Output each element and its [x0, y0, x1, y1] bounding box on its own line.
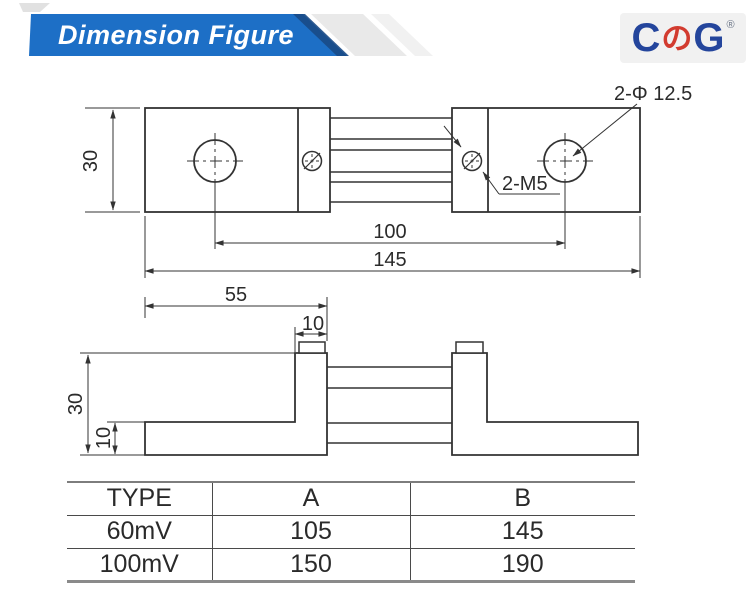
right-side-block: [451, 352, 639, 456]
table-row: 100mV 150 190: [67, 548, 635, 581]
dim-10-terminal-label: 10: [302, 313, 324, 335]
hole-centerlines: [187, 133, 593, 189]
chevron-shape-2: [371, 14, 433, 56]
b-value-cell: 145: [409, 515, 635, 549]
logo-letter-c: C: [631, 16, 661, 60]
header-b-cell: B: [409, 482, 635, 516]
table-header-row: TYPE A B: [67, 482, 635, 516]
side-strips: [327, 366, 452, 444]
left-side-block: [144, 352, 328, 456]
dim-100-label: 100: [373, 221, 406, 243]
right-screw-head: [455, 341, 484, 354]
top-view: [85, 103, 641, 278]
left-screw: [301, 150, 323, 172]
dim-30-top: [85, 107, 140, 213]
dim-100-145: [144, 189, 641, 278]
header-decoration: [19, 3, 433, 56]
registered-mark: ®: [726, 19, 735, 31]
a-value-cell: 105: [211, 515, 410, 549]
table-row: 60mV 105 145: [67, 515, 635, 549]
dim-145-label: 145: [373, 249, 406, 271]
corner-sliver-shape: [19, 3, 50, 12]
dim-30-10-side: [80, 352, 295, 456]
hole-diameter-label: 2-Φ 12.5: [614, 83, 692, 105]
label-leaders: [443, 103, 638, 195]
brand-logo: C の G ®: [620, 13, 746, 63]
left-screw-head: [298, 341, 326, 354]
a-value-cell: 150: [211, 548, 410, 581]
left-terminal-block: [144, 107, 331, 213]
logo-symbol: の: [661, 20, 693, 56]
dim-30-side-label: 30: [65, 393, 87, 415]
dim-30-top-label: 30: [80, 150, 102, 172]
logo-letter-g: G: [693, 16, 725, 60]
chevron-shape: [311, 14, 407, 56]
type-cell: 100mV: [99, 549, 179, 578]
type-cell: 60mV: [67, 515, 212, 549]
screw-thread-label: 2-M5: [502, 173, 548, 195]
b-value-cell: 190: [409, 548, 635, 581]
header-a-cell: A: [211, 482, 410, 516]
side-view: [80, 297, 639, 456]
page-title: Dimension Figure: [58, 19, 295, 50]
right-screw: [461, 150, 483, 172]
dim-55-10: [144, 297, 328, 352]
banner-shape: [29, 14, 347, 56]
dim-10-base-label: 10: [93, 427, 115, 449]
spec-table: TYPE A B 60mV 105 145 100mV 150 190: [67, 481, 635, 583]
banner-accent-shape: [293, 14, 349, 56]
header-type-cell: TYPE: [67, 482, 212, 516]
dim-55-label: 55: [225, 284, 247, 306]
resistance-strips: [330, 117, 452, 203]
